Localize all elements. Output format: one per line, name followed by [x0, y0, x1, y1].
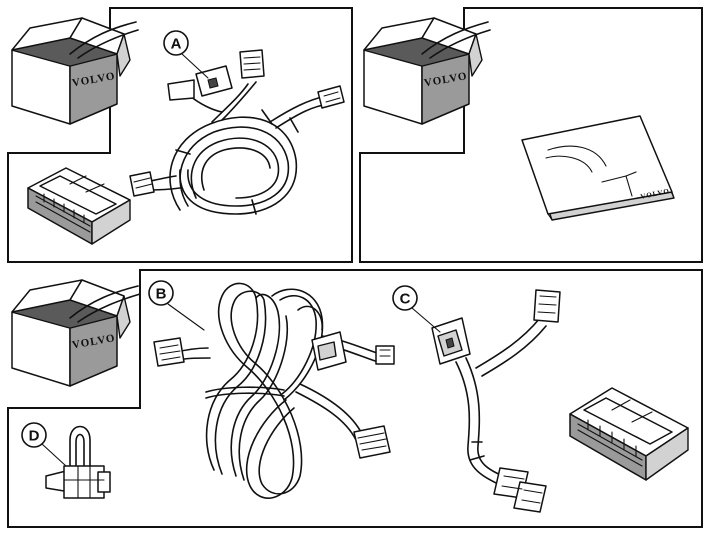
- callout-b: B: [148, 280, 205, 331]
- wiring-harness-icon: [153, 282, 395, 499]
- callout-a-label: A: [171, 36, 182, 53]
- package-box-icon: VOLVO: [11, 279, 141, 387]
- instruction-booklet-icon: VOLVO: [521, 115, 675, 221]
- control-module-icon: [569, 387, 689, 481]
- panel-bottom-frame: [7, 269, 703, 528]
- package-box-icon: VOLVO: [363, 17, 491, 125]
- wiring-harness-icon: [129, 49, 345, 215]
- callout-c-label: C: [400, 291, 411, 308]
- connector-icon: [431, 317, 471, 365]
- cable-clip-icon: D: [21, 422, 111, 499]
- wiring-harness-icon: [431, 289, 561, 513]
- control-module-icon: [27, 167, 131, 245]
- panel-top-left: VOLVO: [7, 7, 353, 263]
- callout-c: C: [392, 285, 441, 333]
- callout-d-label: D: [29, 428, 40, 445]
- callout-b-label: B: [156, 286, 167, 303]
- panel-bottom: VOLVO: [7, 269, 703, 528]
- callout-a: A: [163, 30, 209, 79]
- package-box-icon: VOLVO: [11, 17, 139, 125]
- panel-top-right: VOLVO VOLVO: [359, 7, 703, 263]
- connector-icon: [239, 49, 265, 79]
